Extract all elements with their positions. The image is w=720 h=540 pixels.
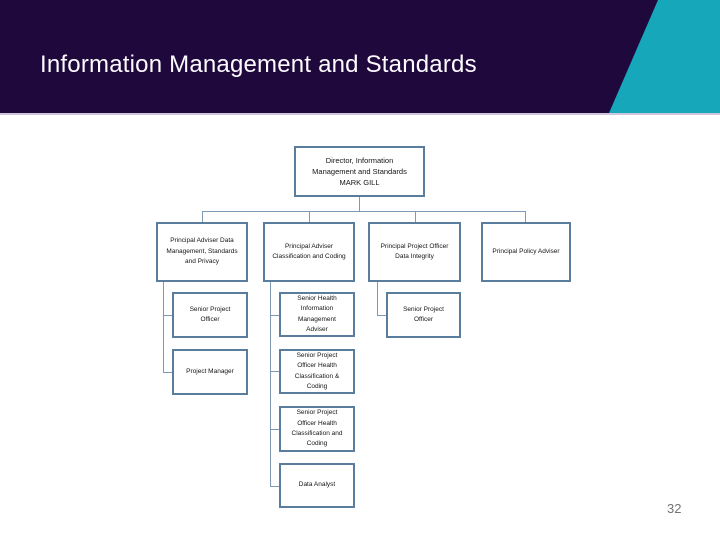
org-node-project-manager: Project Manager [172,349,248,395]
org-node-label: Senior Project Officer [189,305,231,323]
org-node-label: Principal Adviser Classification and Cod… [272,242,346,260]
connector-line [163,315,172,316]
org-node-label: Principal Project Officer Data Integrity [380,242,449,260]
org-node-label: Project Manager [186,367,234,375]
slide-header: Information Management and Standards [0,0,720,113]
connector-line [202,211,526,212]
org-node-senior-project-officer-health-classification-coding-1: Senior Project Officer Health Classifica… [279,349,355,394]
org-node-label: Data Analyst [298,481,336,489]
connector-line [270,429,279,430]
org-node-senior-health-information-management-adviser: Senior Health Information Management Adv… [279,292,355,337]
org-node-principal-policy-adviser: Principal Policy Adviser [481,222,571,282]
connector-line [270,282,271,486]
org-node-label: Principal Policy Adviser [492,247,560,255]
org-node-senior-project-officer-health-classification-coding-2: Senior Project Officer Health Classifica… [279,406,355,452]
org-node-label: Senior Project Officer [403,305,444,323]
connector-line [377,315,386,316]
org-node-director: Director, Information Management and Sta… [294,146,425,197]
org-node-principal-adviser-data-management: Principal Adviser Data Management, Stand… [156,222,248,282]
connector-line [309,211,310,222]
connector-line [525,211,526,222]
connector-line [359,197,360,211]
connector-line [163,372,172,373]
org-node-label: Director, Information Management and Sta… [312,155,407,188]
connector-line [202,211,203,222]
org-node-label: Principal Adviser Data Management, Stand… [166,237,238,266]
connector-line [377,282,378,315]
connector-line [270,486,279,487]
org-node-principal-adviser-classification: Principal Adviser Classification and Cod… [263,222,355,282]
connector-line [270,371,279,372]
header-divider [0,113,720,115]
page-number: 32 [667,501,682,516]
connector-line [163,282,164,372]
org-node-label: Senior Health Information Management Adv… [297,294,337,333]
org-node-data-analyst: Data Analyst [279,463,355,508]
org-node-label: Senior Project Officer Health Classifica… [291,409,343,448]
connector-line [270,315,279,316]
org-node-label: Senior Project Officer Health Classifica… [294,351,340,390]
org-node-senior-project-officer-1: Senior Project Officer [172,292,248,338]
org-node-senior-project-officer-2: Senior Project Officer [386,292,461,338]
org-node-principal-project-officer-data-integrity: Principal Project Officer Data Integrity [368,222,461,282]
connector-line [415,211,416,222]
slide-title: Information Management and Standards [40,51,477,78]
